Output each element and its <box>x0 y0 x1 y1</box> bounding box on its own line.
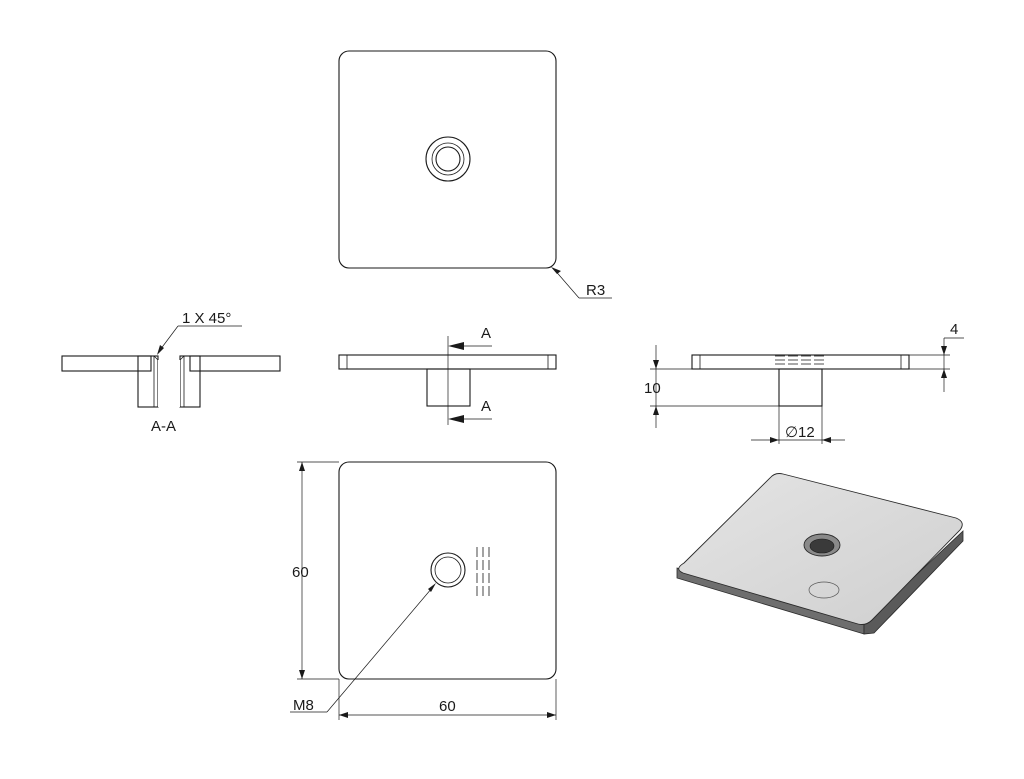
iso-hole-inner <box>809 538 835 554</box>
width-label: 60 <box>439 698 456 715</box>
section-marker-bottom: A <box>481 398 491 415</box>
bottom-view-plate-outline <box>338 461 557 680</box>
side-view-boss <box>778 368 823 407</box>
width-dimension: 60 <box>338 679 557 720</box>
thread-callout: M8 <box>290 583 436 714</box>
diameter-symbol: ∅ <box>785 424 798 441</box>
radius-label: R3 <box>586 282 605 299</box>
side-view-plate <box>691 354 910 370</box>
height-label: 60 <box>292 564 309 581</box>
section-left-boss-wall <box>137 355 159 408</box>
thread-label: M8 <box>293 697 314 714</box>
bottom-view: 60 60 M8 <box>290 461 557 720</box>
isometric-view <box>676 473 964 635</box>
height-dimension: 60 <box>292 461 339 680</box>
section-left-flange <box>61 355 152 372</box>
iso-right-edge-face <box>863 530 964 635</box>
section-arrow-top <box>448 342 464 350</box>
chamfer-callout: 1 X 45° <box>157 310 242 355</box>
boss-diameter-dimension: ∅ 12 <box>751 406 845 444</box>
front-view-plate <box>338 354 557 370</box>
thickness-dimension: 4 <box>909 321 964 392</box>
section-right-flange <box>189 355 281 372</box>
boss-height-dimension: 10 <box>644 345 779 428</box>
bottom-view-boss-inner <box>434 556 462 584</box>
section-bore <box>158 360 180 407</box>
top-view: R3 <box>338 50 612 299</box>
chamfer-label: 1 X 45° <box>182 310 231 327</box>
thickness-label: 4 <box>950 321 958 338</box>
front-view: A A <box>338 325 557 425</box>
chamfer-leader-line <box>159 325 179 351</box>
side-view: 4 10 ∅ 12 <box>644 321 964 444</box>
boss-height-label: 10 <box>644 380 661 397</box>
bottom-view-hidden-thread <box>476 547 490 597</box>
bottom-view-boss-outer <box>430 552 466 588</box>
side-view-hidden-thread <box>775 355 825 365</box>
section-view-label: A-A <box>151 418 176 435</box>
section-marker-top: A <box>481 325 491 342</box>
top-view-plate-outline <box>338 50 557 269</box>
section-view: 1 X 45° A-A <box>61 310 281 435</box>
top-view-hole-inner <box>435 146 461 172</box>
section-chamfer-left <box>153 355 159 361</box>
radius-leader-line <box>552 267 580 299</box>
front-view-boss <box>426 368 471 407</box>
top-view-hole-outer <box>425 136 471 182</box>
radius-leader-arrow <box>551 267 561 274</box>
boss-diameter-label: 12 <box>798 424 815 441</box>
iso-bottom-marking <box>808 581 840 599</box>
section-arrow-bottom <box>448 415 464 423</box>
section-chamfer-right <box>179 355 185 361</box>
radius-callout: R3 <box>551 267 612 299</box>
top-view-hole-chamfer <box>431 142 465 176</box>
